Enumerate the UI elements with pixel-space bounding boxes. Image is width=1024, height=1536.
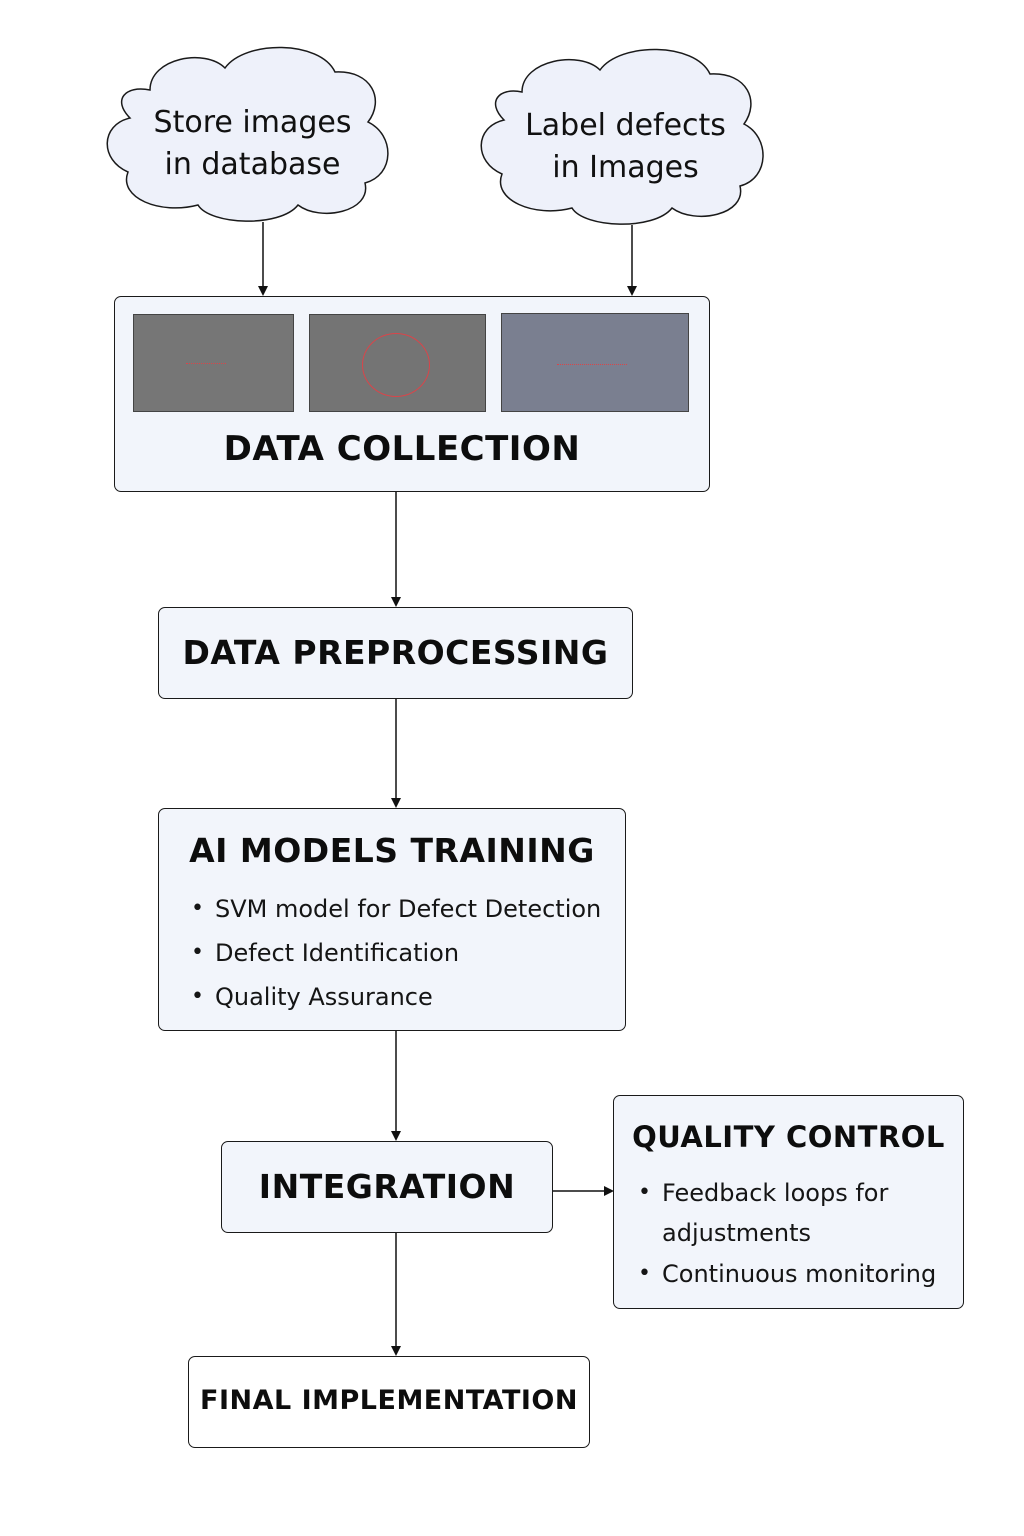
quality-control-list: Feedback loops for adjustments Continuou…	[634, 1173, 959, 1295]
source-label-defects: Label defects in Images	[503, 105, 748, 189]
data-collection-title: DATA COLLECTION	[223, 429, 581, 469]
integration-box[interactable]: INTEGRATION	[221, 1141, 553, 1233]
ai-models-training-title: AI MODELS TRAINING	[189, 831, 595, 870]
quality-control-title: QUALITY CONTROL	[632, 1120, 945, 1154]
list-item: Defect Identification	[187, 931, 627, 975]
data-preprocessing-title: DATA PREPROCESSING	[182, 633, 609, 672]
defect-line-marker	[186, 363, 226, 365]
cloud-shape-label-defects	[480, 48, 764, 225]
ai-models-training-box[interactable]: AI MODELS TRAINING SVM model for Defect …	[158, 808, 626, 1031]
integration-title: INTEGRATION	[258, 1167, 516, 1206]
ai-models-training-list: SVM model for Defect Detection Defect Id…	[187, 887, 627, 1019]
cloud-label-line: in Images	[552, 150, 699, 185]
sample-image-2	[309, 314, 486, 412]
list-item: SVM model for Defect Detection	[187, 887, 627, 931]
source-store-images: Store images in database	[130, 102, 375, 186]
data-preprocessing-box[interactable]: DATA PREPROCESSING	[158, 607, 633, 699]
cloud-label-line: in database	[164, 147, 341, 182]
final-implementation-title: FINAL IMPLEMENTATION	[200, 1385, 578, 1416]
list-item: Quality Assurance	[187, 975, 627, 1019]
defect-circle-marker	[362, 333, 430, 397]
sample-image-1	[133, 314, 294, 412]
defect-line-marker	[557, 364, 627, 366]
data-collection-box[interactable]: DATA COLLECTION	[114, 296, 710, 492]
quality-control-box[interactable]: QUALITY CONTROL Feedback loops for adjus…	[613, 1095, 964, 1309]
cloud-label-line: Store images	[153, 105, 352, 140]
list-item: Continuous monitoring	[634, 1253, 959, 1295]
sample-image-3	[501, 313, 689, 412]
list-item: Feedback loops for adjustments	[634, 1173, 902, 1253]
cloud-shape-store-images	[106, 46, 389, 222]
cloud-label-line: Label defects	[525, 108, 726, 143]
final-implementation-box[interactable]: FINAL IMPLEMENTATION	[188, 1356, 590, 1448]
